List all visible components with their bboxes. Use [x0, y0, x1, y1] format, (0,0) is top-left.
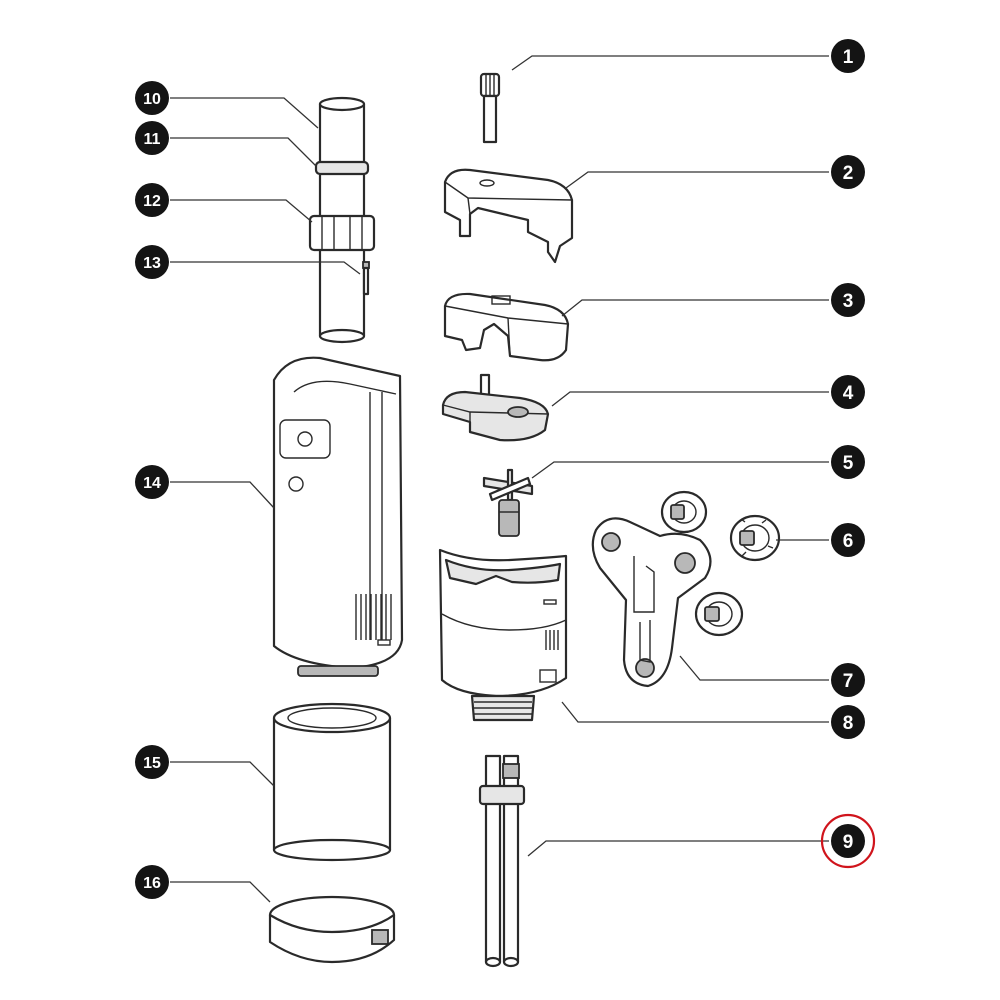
callout-3: 3 [831, 283, 865, 317]
callout-1-label: 1 [843, 47, 854, 68]
part-6-suction-cups [660, 490, 781, 637]
suction-cup [729, 514, 781, 562]
part-2-top-cover [443, 168, 574, 264]
part-1-pin [479, 72, 501, 144]
callout-12: 12 [135, 183, 169, 217]
part-14-housing [272, 356, 404, 677]
callout-4-label: 4 [843, 383, 854, 404]
callout-8: 8 [831, 705, 865, 739]
part-3-lower-cover [443, 292, 570, 362]
callout-7-label: 7 [843, 671, 854, 692]
callout-16-label: 16 [143, 875, 161, 892]
callout-10-label: 10 [143, 91, 161, 108]
callout-13-label: 13 [143, 255, 161, 272]
callout-16: 16 [135, 865, 169, 899]
part-13-screw [362, 261, 370, 296]
callout-15: 15 [135, 745, 169, 779]
callout-7: 7 [831, 663, 865, 697]
callout-9-label: 9 [843, 832, 854, 853]
suction-cup [660, 490, 708, 534]
callout-12-label: 12 [143, 193, 161, 210]
part-16-bottom-ring [268, 895, 396, 964]
part-11-o-ring [314, 160, 370, 176]
callout-6-label: 6 [843, 531, 854, 552]
callout-2-label: 2 [843, 163, 854, 184]
callout-10: 10 [135, 81, 169, 115]
callout-4: 4 [831, 375, 865, 409]
suction-cup [694, 591, 744, 637]
part-5-impeller [482, 468, 534, 537]
callout-6: 6 [831, 523, 865, 557]
callout-13: 13 [135, 245, 169, 279]
part-8-pump-body [438, 548, 568, 722]
callout-14: 14 [135, 465, 169, 499]
callout-1: 1 [831, 39, 865, 73]
callout-9-highlight-ring [820, 813, 876, 869]
leader-lines [170, 55, 829, 903]
callout-11: 11 [135, 121, 169, 155]
callout-2: 2 [831, 155, 865, 189]
part-15-sponge [272, 702, 392, 862]
callout-5-label: 5 [843, 453, 854, 474]
callout-9: 9 [820, 813, 876, 869]
callout-11-label: 11 [144, 131, 161, 148]
callout-8-label: 8 [843, 713, 854, 734]
callout-5: 5 [831, 445, 865, 479]
part-12-lock-nut [308, 214, 376, 252]
part-9-outlet-tubes [478, 754, 526, 968]
callout-14-label: 14 [143, 475, 161, 492]
callout-15-label: 15 [143, 755, 161, 772]
callout-3-label: 3 [843, 291, 854, 312]
part-7-mounting-bracket [591, 517, 712, 688]
part-4-impeller-housing [441, 373, 550, 442]
